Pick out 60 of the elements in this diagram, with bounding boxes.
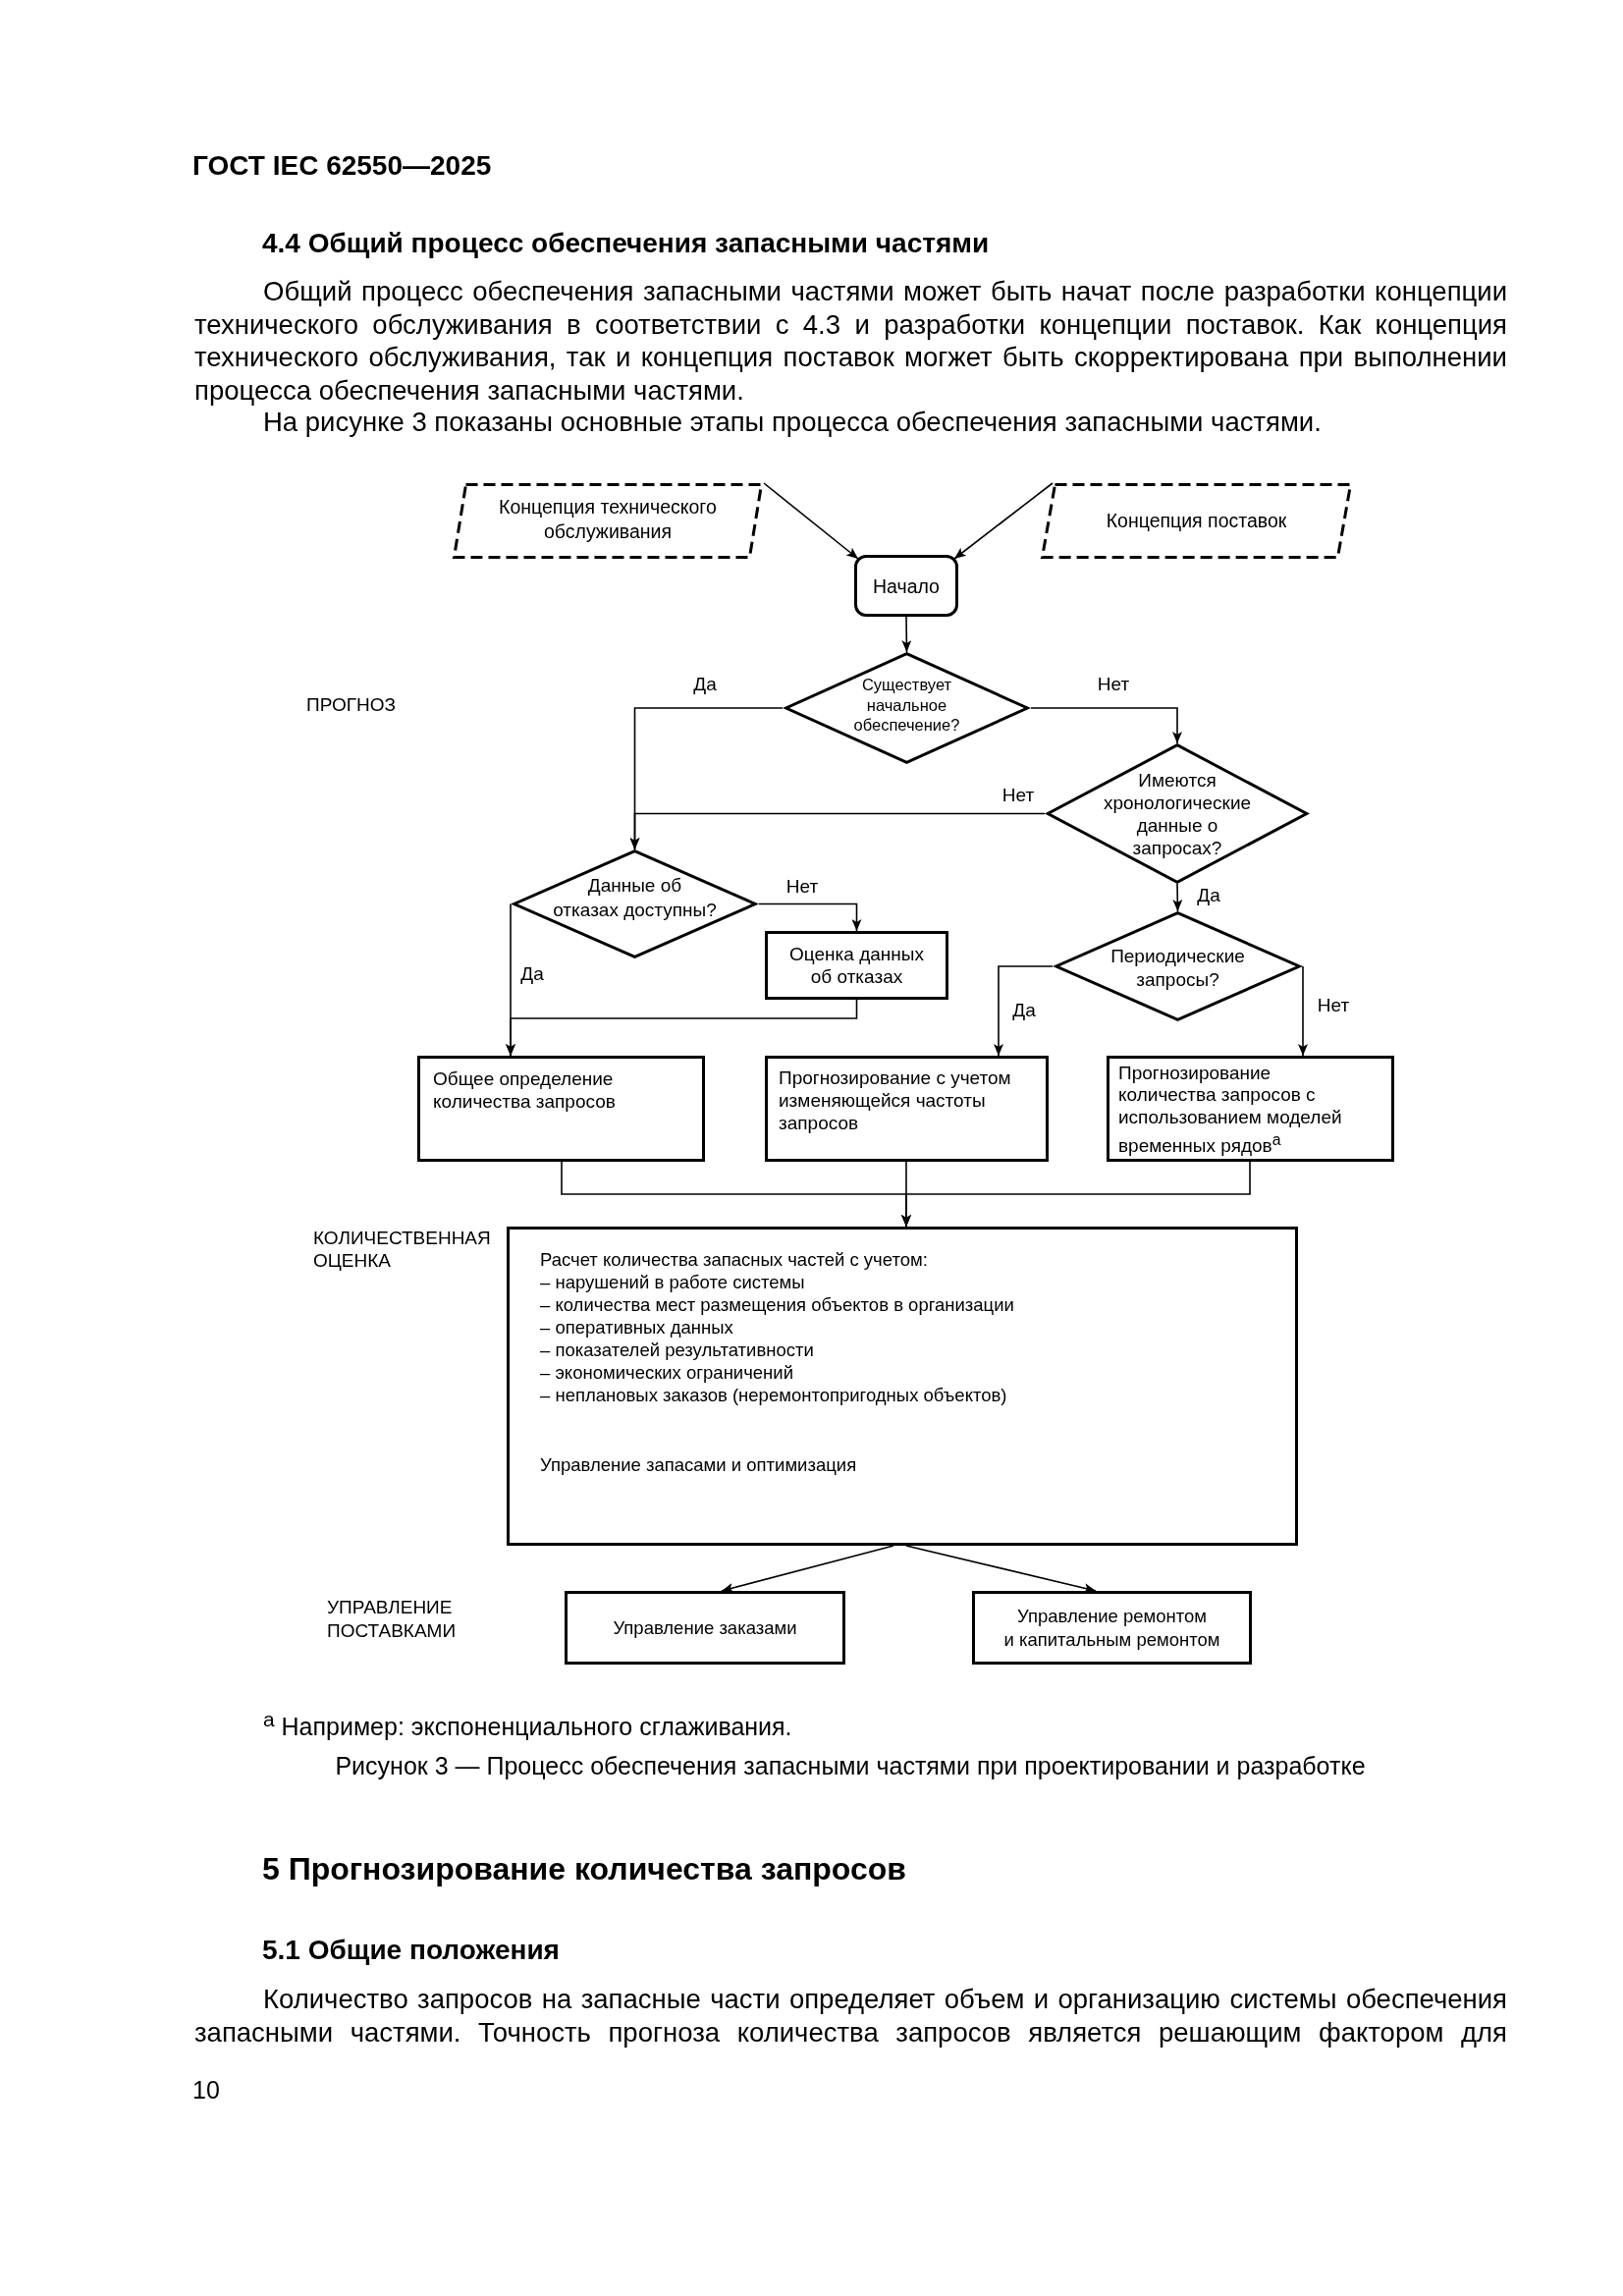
flow-arrow xyxy=(1172,883,1183,912)
step-label: Прогнозирование количества запросов с использованием моделей временных рядов$^{а}$ xyxy=(1118,1062,1342,1158)
list-item: – показателей результативности xyxy=(540,1338,814,1361)
flow-arrow xyxy=(758,902,862,932)
document-code: ГОСТ IEC 62550—2025 xyxy=(192,149,492,183)
subsection-heading: 5.1 Общие положения xyxy=(262,1933,560,1966)
decision-diamond xyxy=(511,849,759,958)
process-box xyxy=(417,1056,705,1162)
process-box xyxy=(765,1056,1049,1162)
input-label: Концепция поставок xyxy=(1106,509,1287,533)
start-terminal xyxy=(854,555,958,617)
section-heading: 4.4 Общий процесс обеспечения запасными частями xyxy=(262,226,990,259)
list-item: – неплановых заказов (неремонтопригодных объектов) xyxy=(540,1383,1007,1406)
step-label: Общее определение количества запросов xyxy=(433,1066,616,1113)
list-heading: Расчет количества запасных частей с учетом: xyxy=(540,1247,928,1271)
decision-diamond xyxy=(783,652,1031,764)
step-label: Управление заказами xyxy=(613,1615,797,1640)
question-label: Периодические запросы? xyxy=(1110,945,1245,992)
phase-label: КОЛИЧЕСТВЕННАЯ ОЦЕНКА xyxy=(313,1226,491,1272)
flow-arrow xyxy=(629,812,1046,850)
flow-arrow xyxy=(953,482,1054,560)
page-number: 10 xyxy=(192,2075,220,2105)
flow-arrow xyxy=(994,965,1054,1057)
question-label: Имеются хронологические данные о запросах? xyxy=(1103,768,1252,859)
flow-arrow xyxy=(506,999,858,1057)
phase-label: УПРАВЛЕНИЕ ПОСТАВКАМИ xyxy=(327,1596,457,1643)
step-label: Управление ремонтом и капитальным ремонтом xyxy=(1003,1604,1220,1652)
input-parallelogram xyxy=(1040,483,1353,559)
figure-caption: Рисунок 3 — Процесс обеспечения запасными частями при проектировании и разработке xyxy=(334,1751,1367,1780)
flow-arrow xyxy=(1298,965,1308,1057)
list-item: – экономических ограничений xyxy=(540,1360,793,1384)
flow-arrow xyxy=(901,616,912,653)
flow-arrow xyxy=(763,482,859,560)
flow-arrow xyxy=(901,1161,1251,1228)
process-box xyxy=(972,1591,1252,1665)
process-box xyxy=(765,931,948,1000)
list-item: – количества мест размещения объектов в организации xyxy=(540,1292,1014,1316)
process-box xyxy=(507,1227,1298,1546)
flow-arrow xyxy=(1030,707,1182,744)
process-box xyxy=(565,1591,845,1665)
question-label: Данные об отказах доступны? xyxy=(553,873,717,922)
decision-diamond xyxy=(1053,911,1303,1021)
step-label: Прогнозирование с учетом изменяющейся частоты запросов xyxy=(779,1066,1011,1134)
list-item: – оперативных данных xyxy=(540,1315,733,1339)
body-paragraph: Общий процесс обеспечения запасными частями может быть начат после разработки концепции технического обслуживания в соответствии с 4.3 и разработки концепции поставок. Как концепция технического обслуживания, так и концепция поставок могжет быть скорректирована при выполнении процесса обеспечения запасными частями. xyxy=(194,275,1507,407)
input-parallelogram xyxy=(452,483,764,559)
list-item: – нарушений в работе системы xyxy=(540,1270,805,1293)
flow-arrow xyxy=(721,1545,894,1593)
section-heading: 5 Прогнозирование количества запросов xyxy=(262,1850,906,1887)
process-box xyxy=(1107,1056,1394,1162)
decision-diamond xyxy=(1045,743,1310,884)
body-paragraph: Количество запросов на запасные части определяет объем и организацию системы обеспечения запасными частями. Точность прогноза количества запросов является решающим фактором для xyxy=(194,1983,1507,2050)
step-label: Оценка данных об отказах xyxy=(789,943,924,988)
phase-label: ПРОГНОЗ xyxy=(306,692,396,716)
input-label: Концепция технического обслуживания xyxy=(499,494,717,544)
start-label: Начало xyxy=(873,574,940,598)
step-label: Управление запасами и оптимизация xyxy=(540,1452,857,1476)
footnote: $^{а}$ Например: экспоненциального сглаживания. xyxy=(263,1707,792,1742)
body-paragraph: На рисунке 3 показаны основные этапы процесса обеспечения запасными частями. xyxy=(262,406,1323,439)
question-label: Существует начальное обеспечение? xyxy=(853,675,960,736)
